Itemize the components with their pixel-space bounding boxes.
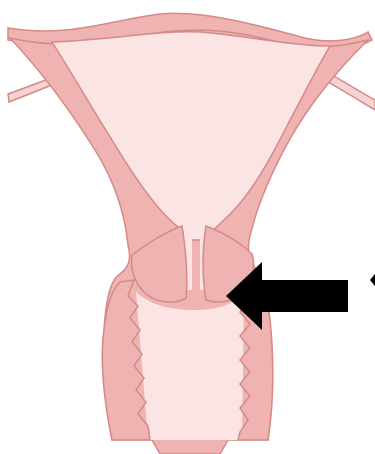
vaginal-canal	[136, 292, 244, 440]
edge-arrow-fragment	[370, 274, 375, 286]
right-ligament	[328, 74, 375, 110]
